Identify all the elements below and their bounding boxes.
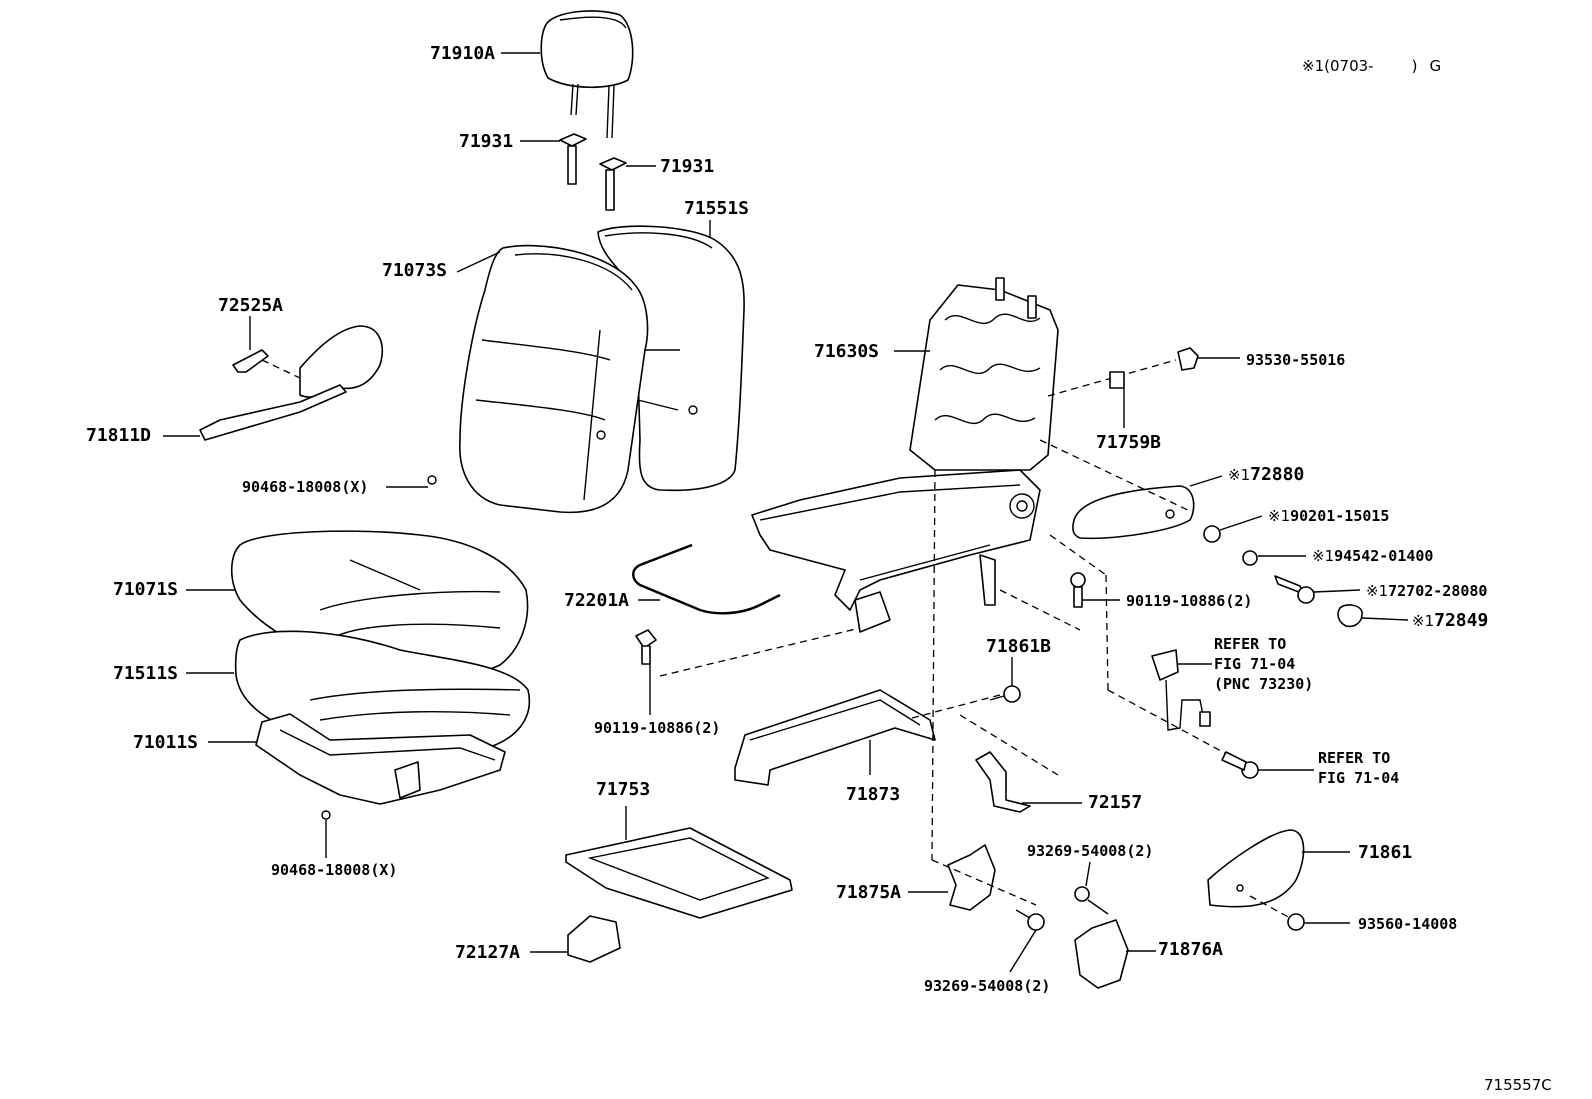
label-90468-b: 90468-18008(X): [271, 861, 398, 879]
side-cover-71861: [1207, 829, 1350, 931]
validity-mark: ※1: [1302, 57, 1325, 75]
label-90119-b: 90119-10886(2): [1126, 592, 1253, 610]
headrest-guides: [520, 133, 656, 211]
label-93530: 93530-55016: [1246, 351, 1346, 369]
seat-frame: [751, 277, 1059, 633]
seat-rail: [734, 689, 1001, 786]
bracket-72157: [959, 714, 1082, 813]
figure-code: 715557C: [1484, 1076, 1552, 1094]
label-90201: ※190201-15015: [1268, 507, 1389, 525]
label-72880: ※172880: [1228, 464, 1304, 485]
mark-72880: ※1: [1228, 466, 1251, 484]
mark-90201: ※1: [1268, 507, 1291, 525]
label-71551s: 71551S: [684, 198, 750, 219]
label-71073s: 71073S: [382, 260, 448, 281]
seat-wire: [632, 543, 781, 615]
pn-90201: 90201-15015: [1290, 507, 1390, 525]
refer2-line2: FIG 71-04: [1318, 769, 1400, 787]
refer1-line1: REFER TO: [1214, 635, 1287, 653]
label-71873: 71873: [846, 784, 901, 805]
label-93560: 93560-14008: [1358, 915, 1458, 933]
mark-94542: ※1: [1312, 547, 1335, 565]
inner-covers: [908, 469, 1156, 989]
mark-72849: ※1: [1412, 612, 1435, 630]
label-71931-b: 71931: [660, 156, 715, 177]
label-93269-a: 93269-54008(2): [1027, 842, 1154, 860]
right-hardware: [999, 347, 1409, 779]
label-72849: ※172849: [1412, 610, 1488, 631]
label-72201a: 72201A: [564, 590, 630, 611]
pn-94542: 94542-01400: [1334, 547, 1434, 565]
side-cover-bracket: [163, 316, 437, 488]
refer-note-1: REFER TO FIG 71-04 (PNC 73230): [1214, 634, 1313, 694]
label-71630s: 71630S: [814, 341, 880, 362]
label-72157: 72157: [1088, 792, 1143, 813]
label-72127a: 72127A: [455, 942, 521, 963]
refer2-line1: REFER TO: [1318, 749, 1391, 767]
label-71011s: 71011S: [133, 732, 199, 753]
label-90119-a: 90119-10886(2): [594, 719, 721, 737]
mark-72702: ※1: [1366, 582, 1389, 600]
label-72702: ※172702-28080: [1366, 582, 1487, 600]
label-71910a: 71910A: [430, 43, 496, 64]
refer1-line3: (PNC 73230): [1214, 675, 1314, 693]
label-71861b: 71861B: [986, 636, 1052, 657]
validity-suffix: G: [1429, 57, 1442, 75]
pn-72849: 72849: [1434, 610, 1489, 631]
label-72525a: 72525A: [218, 295, 284, 316]
label-94542: ※194542-01400: [1312, 547, 1433, 565]
bolt-left: [635, 627, 861, 715]
refer-note-2: REFER TO FIG 71-04: [1318, 748, 1399, 788]
label-71876a: 71876A: [1158, 939, 1224, 960]
seat-tray: [565, 806, 793, 919]
screw-71861b: [989, 657, 1021, 703]
label-71811d: 71811D: [86, 425, 152, 446]
label-71931-a: 71931: [459, 131, 514, 152]
seat-cushion-frame: [208, 713, 506, 858]
headrest: [501, 10, 634, 139]
validity-open: (0703-: [1324, 57, 1374, 75]
clip-72127a: [530, 915, 621, 963]
label-93269-b: 93269-54008(2): [924, 977, 1051, 995]
label-71753: 71753: [596, 779, 651, 800]
validity-note: ※1(0703-) G: [1302, 57, 1441, 75]
pn-72880: 72880: [1250, 464, 1305, 485]
label-90468-a: 90468-18008(X): [242, 478, 369, 496]
label-71759b: 71759B: [1096, 432, 1162, 453]
label-71511s: 71511S: [113, 663, 179, 684]
validity-close: ): [1411, 57, 1418, 75]
seatback-cover: [456, 244, 649, 514]
refer1-line2: FIG 71-04: [1214, 655, 1296, 673]
pn-72702: 72702-28080: [1388, 582, 1488, 600]
label-71861: 71861: [1358, 842, 1413, 863]
label-71875a: 71875A: [836, 882, 902, 903]
label-71071s: 71071S: [113, 579, 179, 600]
